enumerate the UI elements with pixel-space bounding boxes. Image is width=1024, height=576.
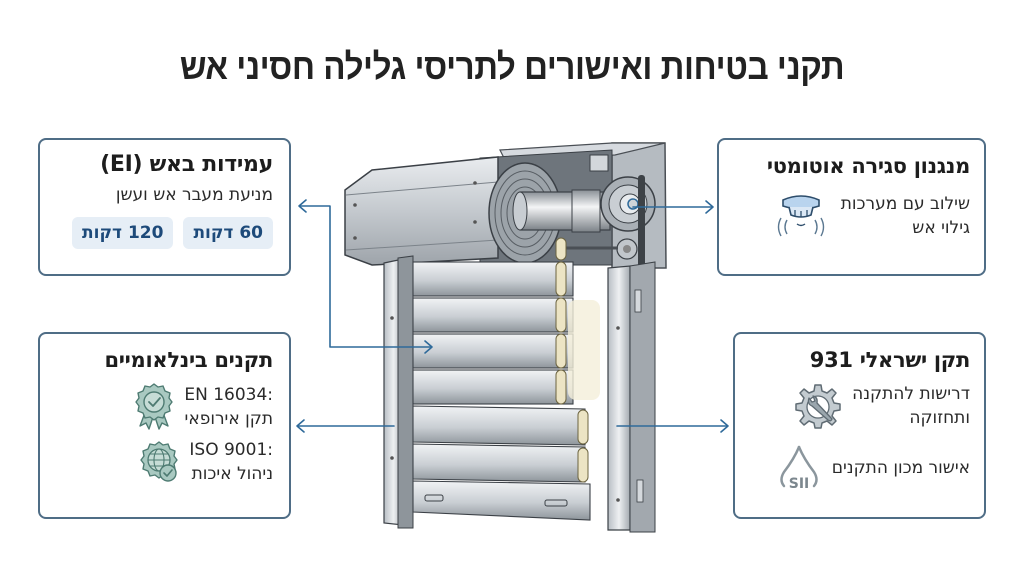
auto-closing-heading: מנגנון סגירה אוטומטי bbox=[766, 154, 970, 178]
card-auto-closing: מנגנון סגירה אוטומטי שילוב עם מערכות גיל… bbox=[717, 138, 986, 276]
badge-60-minutes: 60 דקות bbox=[183, 217, 273, 249]
card-israeli-standard: תקן ישראלי 931 דרישות להתקנה ותחזוקה איש… bbox=[733, 332, 986, 519]
smoke-detector-icon bbox=[771, 190, 831, 242]
card-fire-resistance: עמידות באש (EI) מניעת מעבר אש ועשן 60 דק… bbox=[38, 138, 291, 276]
fire-resistance-heading: עמידות באש (EI) bbox=[100, 152, 273, 177]
en16034-desc: תקן אירופאי bbox=[184, 409, 273, 429]
installation-line2: ותחזוקה bbox=[909, 408, 970, 428]
sii-logo-icon: SII bbox=[776, 444, 822, 492]
standard-en16034: EN 16034: תקן אירופאי bbox=[54, 382, 273, 432]
card-international-standards: תקנים בינלאומיים EN 16034: תקן אירופאי I… bbox=[38, 332, 291, 519]
auto-closing-line2: גילוי אש bbox=[912, 218, 970, 238]
iso9001-code: ISO 9001: bbox=[189, 440, 273, 460]
israeli-sii-approval: אישור מכון התקנים SII bbox=[749, 444, 970, 492]
installation-line1: דרישות להתקנה bbox=[852, 384, 970, 404]
standard-iso9001: ISO 9001: ניהול איכות bbox=[54, 438, 273, 486]
badge-120-minutes: 120 דקות bbox=[72, 217, 174, 249]
fire-resistance-subtitle: מניעת מעבר אש ועשן bbox=[115, 185, 273, 205]
page-title: תקני בטיחות ואישורים לתריסי גלילה חסיני … bbox=[179, 46, 845, 87]
en16034-code: EN 16034: bbox=[184, 385, 273, 405]
award-ribbon-check-icon bbox=[134, 382, 174, 432]
gear-wrench-icon bbox=[794, 382, 842, 430]
auto-closing-line1: שילוב עם מערכות bbox=[840, 194, 970, 214]
sii-approval-text: אישור מכון התקנים bbox=[831, 458, 970, 478]
svg-text:SII: SII bbox=[788, 476, 809, 492]
iso9001-desc: ניהול איכות bbox=[191, 464, 273, 484]
israeli-installation: דרישות להתקנה ותחזוקה bbox=[749, 382, 970, 430]
israeli-heading: תקן ישראלי 931 bbox=[809, 348, 971, 372]
international-heading: תקנים בינלאומיים bbox=[104, 348, 273, 372]
globe-badge-check-icon bbox=[139, 440, 179, 484]
